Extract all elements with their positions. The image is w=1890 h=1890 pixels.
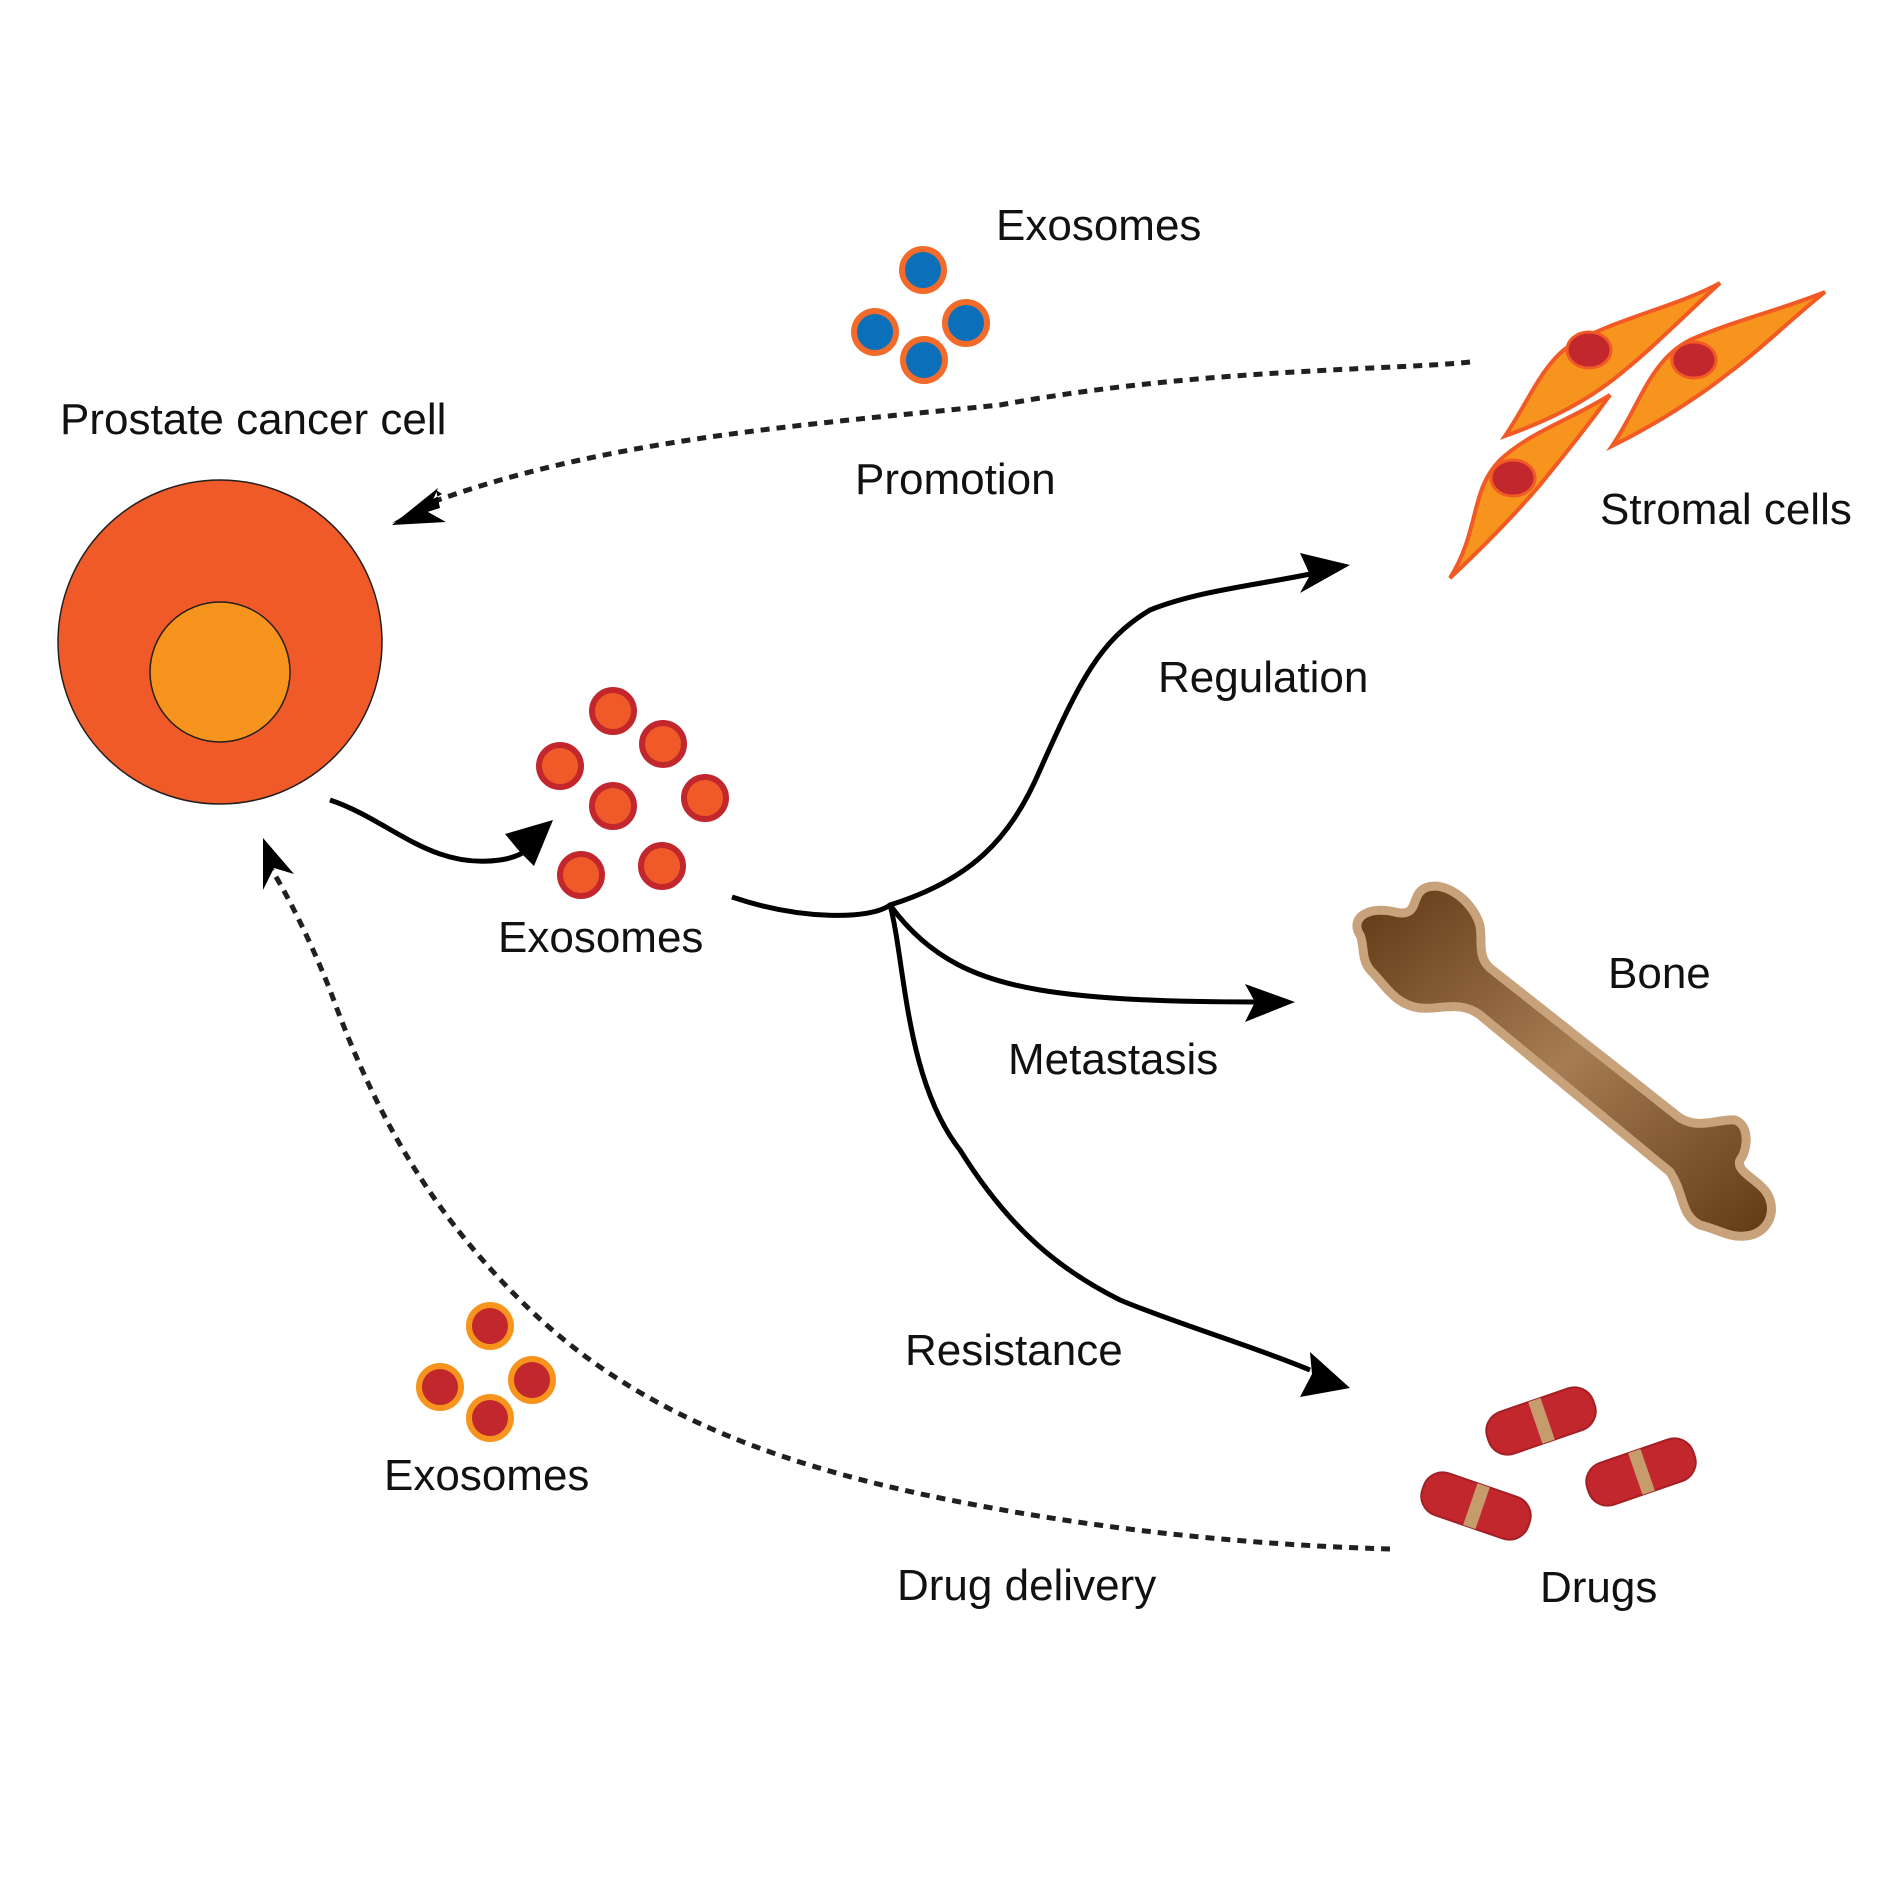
bone-icon	[1352, 881, 1776, 1241]
exosome-dark-red	[466, 1394, 514, 1442]
cell-nucleus	[149, 601, 291, 743]
exosome-red	[639, 720, 687, 768]
drug-capsule	[1420, 1471, 1532, 1541]
stromal-cell	[1606, 290, 1827, 452]
exosome-blue	[900, 336, 948, 384]
exosomes-middle-label: Exosomes	[498, 913, 703, 962]
exosome-red	[589, 782, 637, 830]
prostate-cancer-cell-label: Prostate cancer cell	[60, 395, 446, 444]
exosome-red	[681, 774, 729, 822]
stromal-nucleus	[1565, 330, 1613, 370]
exosomes-bottom-label: Exosomes	[384, 1451, 589, 1500]
exosome-dark-red	[466, 1302, 514, 1350]
stromal-nucleus	[1489, 458, 1537, 498]
exosome-blue	[899, 246, 947, 294]
resistance-label: Resistance	[905, 1326, 1123, 1375]
exosome-blue	[851, 308, 899, 356]
secretion-arrow	[329, 797, 553, 866]
stromal-cell	[1499, 281, 1722, 440]
drug-delivery-arrow	[263, 838, 1391, 1552]
exosome-red	[589, 687, 637, 735]
promotion-arrow	[392, 359, 1471, 525]
exosomes-top-label: Exosomes	[996, 201, 1201, 250]
stromal-nucleus	[1670, 340, 1718, 380]
drug-capsule	[1585, 1437, 1697, 1507]
stromal-cells-label: Stromal cells	[1600, 485, 1852, 534]
drugs-label: Drugs	[1540, 1563, 1657, 1612]
exosome-dark-red	[508, 1356, 556, 1404]
exosomes-blue-cluster	[851, 246, 990, 384]
resistance-arrow	[887, 904, 1350, 1397]
prostate-cancer-cell	[57, 479, 383, 805]
exosome-red	[557, 851, 605, 899]
promotion-label: Promotion	[855, 455, 1056, 504]
drugs-icon	[1420, 1386, 1697, 1541]
metastasis-label: Metastasis	[1008, 1035, 1218, 1084]
stromal-cells	[1448, 281, 1827, 580]
exosome-dark-red	[416, 1363, 464, 1411]
exosome-blue	[942, 299, 990, 347]
drug-delivery-label: Drug delivery	[897, 1561, 1156, 1610]
drug-capsule	[1485, 1386, 1597, 1456]
regulation-arrow	[731, 553, 1350, 918]
exosome-red	[536, 742, 584, 790]
bone-label: Bone	[1608, 949, 1711, 998]
exosome-red	[638, 842, 686, 890]
metastasis-arrow	[887, 903, 1295, 1022]
exosomes-red-cluster	[536, 687, 729, 899]
regulation-label: Regulation	[1158, 653, 1368, 702]
exosomes-dark-red-cluster	[416, 1302, 556, 1442]
stromal-cell	[1448, 393, 1612, 580]
